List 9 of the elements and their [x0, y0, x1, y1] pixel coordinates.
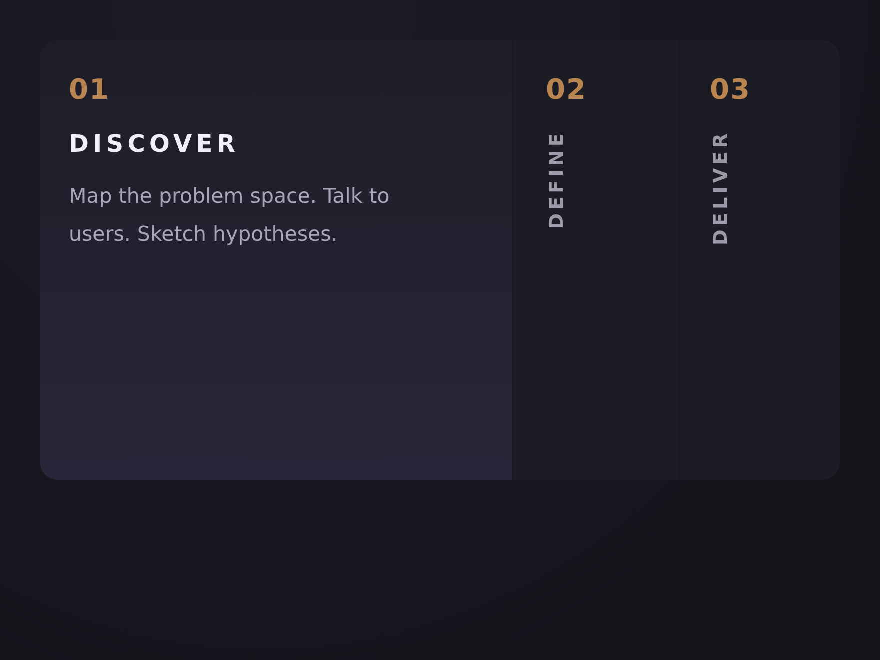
step-number: 02	[546, 74, 587, 106]
step-title: DELIVER	[709, 130, 733, 246]
step-description: Map the problem space. Talk to users. Sketch hypotheses.	[69, 183, 391, 248]
step-number: 03	[710, 74, 751, 106]
accordion-panel	[512, 40, 678, 480]
accordion-panel	[40, 40, 512, 480]
step-title: DISCOVER	[69, 129, 240, 160]
step-title: DEFINE	[545, 130, 569, 230]
step-number: 01	[69, 74, 110, 106]
